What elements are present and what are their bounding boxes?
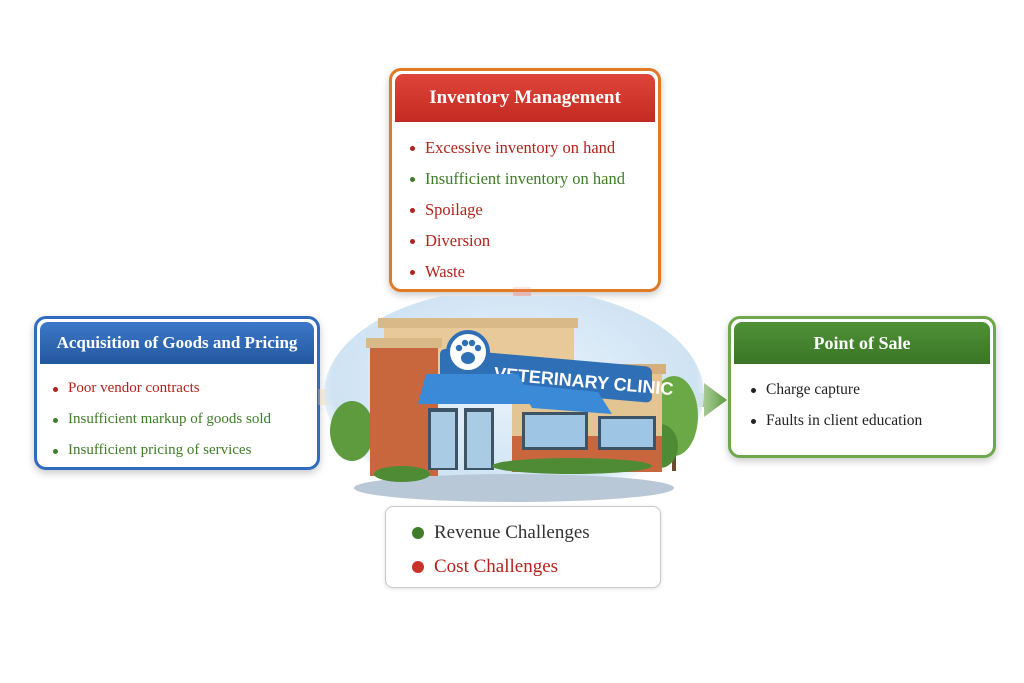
veterinary-clinic-illustration: VETERINARY CLINIC bbox=[324, 296, 704, 502]
cost-dot-icon bbox=[412, 561, 424, 573]
inventory-items-list: Excessive inventory on hand Insufficient… bbox=[392, 122, 658, 287]
point-of-sale-item: Charge capture bbox=[751, 374, 993, 405]
legend-revenue: Revenue Challenges bbox=[412, 521, 590, 545]
acquisition-item: Insufficient markup of goods sold bbox=[53, 404, 317, 435]
inventory-item: Insufficient inventory on hand bbox=[410, 163, 658, 194]
acquisition-title: Acquisition of Goods and Pricing bbox=[40, 322, 314, 364]
point-of-sale-items-list: Charge capture Faults in client educatio… bbox=[731, 364, 993, 436]
legend: Revenue Challenges Cost Challenges bbox=[385, 506, 661, 588]
inventory-management-title: Inventory Management bbox=[395, 74, 655, 122]
inventory-item: Diversion bbox=[410, 225, 658, 256]
point-of-sale-item: Faults in client education bbox=[751, 405, 993, 436]
inventory-item: Waste bbox=[410, 256, 658, 287]
point-of-sale-title: Point of Sale bbox=[734, 322, 990, 364]
acquisition-panel: Acquisition of Goods and Pricing Poor ve… bbox=[34, 316, 320, 470]
acquisition-items-list: Poor vendor contracts Insufficient marku… bbox=[37, 364, 317, 466]
inventory-item: Spoilage bbox=[410, 194, 658, 225]
paw-icon bbox=[446, 330, 490, 374]
inventory-item: Excessive inventory on hand bbox=[410, 132, 658, 163]
revenue-dot-icon bbox=[412, 527, 424, 539]
acquisition-item: Insufficient pricing of services bbox=[53, 435, 317, 466]
acquisition-item: Poor vendor contracts bbox=[53, 373, 317, 404]
legend-cost: Cost Challenges bbox=[412, 555, 558, 579]
point-of-sale-panel: Point of Sale Charge capture Faults in c… bbox=[728, 316, 996, 458]
inventory-management-panel: Inventory Management Excessive inventory… bbox=[389, 68, 661, 292]
